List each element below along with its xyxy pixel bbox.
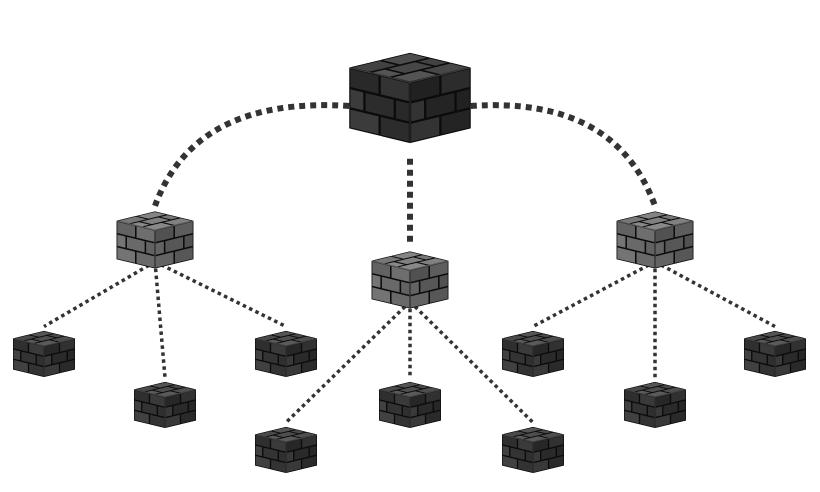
connector-mid-center-to-leaf-c3 [408,300,535,424]
connector-mid-right-to-leaf-r1 [532,260,656,329]
connector-layer [43,102,776,424]
connector-mid-left-to-leaf-l1 [43,260,156,329]
connector-mid-left-to-leaf-l2 [153,261,167,378]
cube-node-leaf-c2 [378,381,442,428]
cube-node-leaf-l1 [12,330,76,377]
cube-node-leaf-r1 [501,330,565,377]
connector-mid-right-to-leaf-r3 [654,260,776,329]
node-layer [12,52,807,473]
cube-node-leaf-c1 [254,426,318,473]
cube-node-leaf-l3 [254,330,318,377]
cube-node-leaf-r3 [743,330,807,377]
connector-mid-center-to-leaf-c1 [284,300,412,424]
connector-mid-left-to-leaf-l3 [154,260,287,329]
cube-node-mid-center [371,251,449,309]
cube-node-root [349,52,471,144]
connector-root-to-mid-right [470,102,658,207]
cube-node-leaf-c3 [501,426,565,473]
cube-node-mid-left [116,211,194,269]
cube-node-leaf-l2 [133,381,197,428]
connector-root-to-mid-left [152,102,350,207]
cube-node-mid-right [616,211,694,269]
cube-node-leaf-r2 [623,381,687,428]
